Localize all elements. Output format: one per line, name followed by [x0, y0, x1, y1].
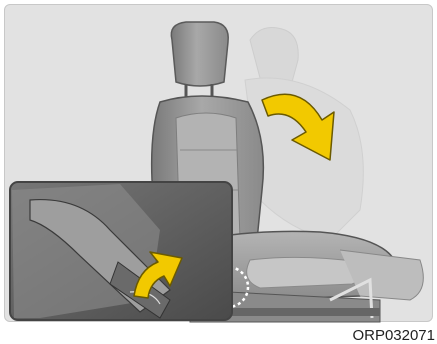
inset-lever-detail [10, 182, 232, 320]
headrest [171, 22, 228, 98]
figure-code: ORP032071 [352, 327, 435, 344]
